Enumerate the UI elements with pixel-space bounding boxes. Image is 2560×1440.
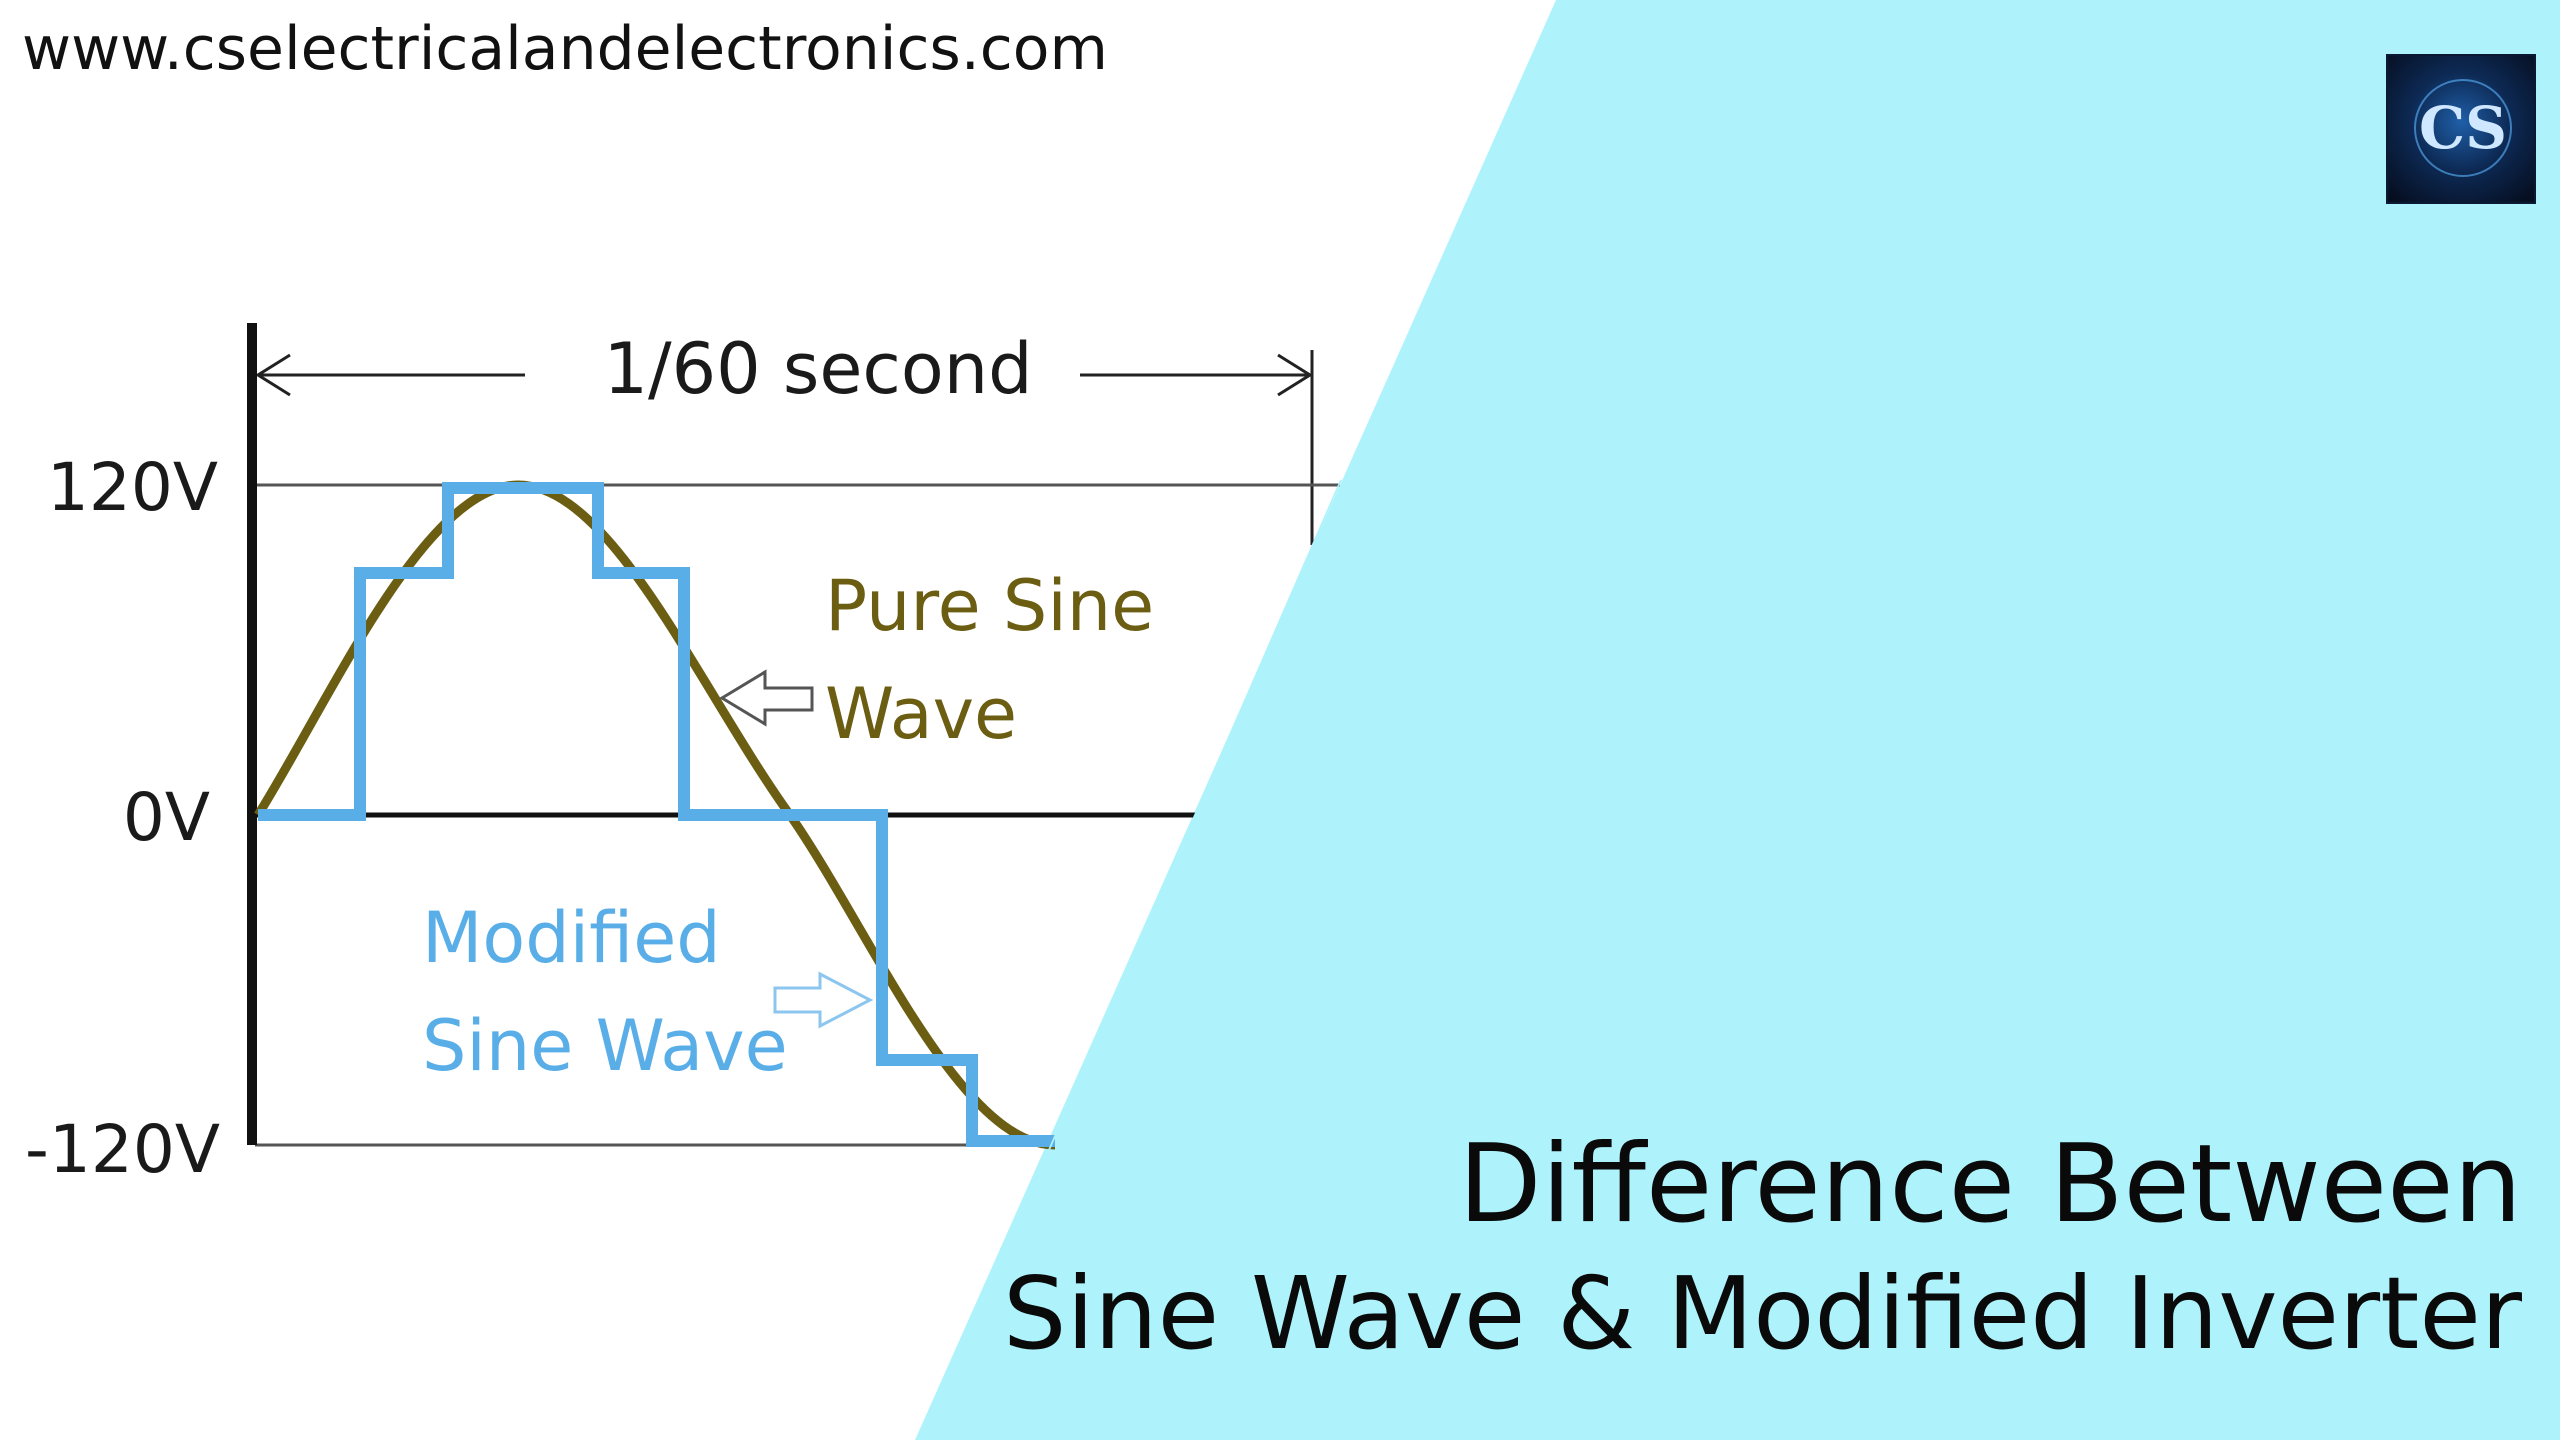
modified-sine-label-line1: Modified [422, 897, 721, 979]
period-arrow-left-icon [255, 353, 291, 397]
pure-sine-label-line1: Pure Sine [825, 565, 1154, 647]
cyan-panel [915, 0, 2560, 1440]
pure-sine-wave-curve [254, 480, 1056, 1150]
modified-sine-wave-steps [258, 482, 1055, 1147]
title-line1: Difference Between [1458, 1122, 2522, 1247]
modified-sine-pointer-arrow-icon [773, 971, 874, 1029]
period-label: 1/60 second [603, 328, 1032, 410]
y-label-120v: 120V [47, 449, 218, 526]
panel-edge-wedge [1048, 480, 1342, 1150]
cs-logo-icon: CS [2386, 54, 2536, 204]
site-url: www.cselectricalandelectronics.com [22, 14, 1108, 84]
title-line2: Sine Wave & Modified Inverter [1003, 1255, 2522, 1372]
period-arrow-right-icon [1277, 353, 1313, 397]
y-label-0v: 0V [123, 779, 210, 856]
y-label-minus120v: -120V [25, 1111, 220, 1188]
title-block: Difference Between Sine Wave & Modified … [1003, 1120, 2522, 1378]
logo-letters: CS [2419, 94, 2507, 162]
modified-sine-label-line2: Sine Wave [422, 1005, 788, 1087]
pure-sine-label-line2: Wave [825, 673, 1017, 755]
pure-sine-pointer-arrow-icon [719, 669, 814, 727]
